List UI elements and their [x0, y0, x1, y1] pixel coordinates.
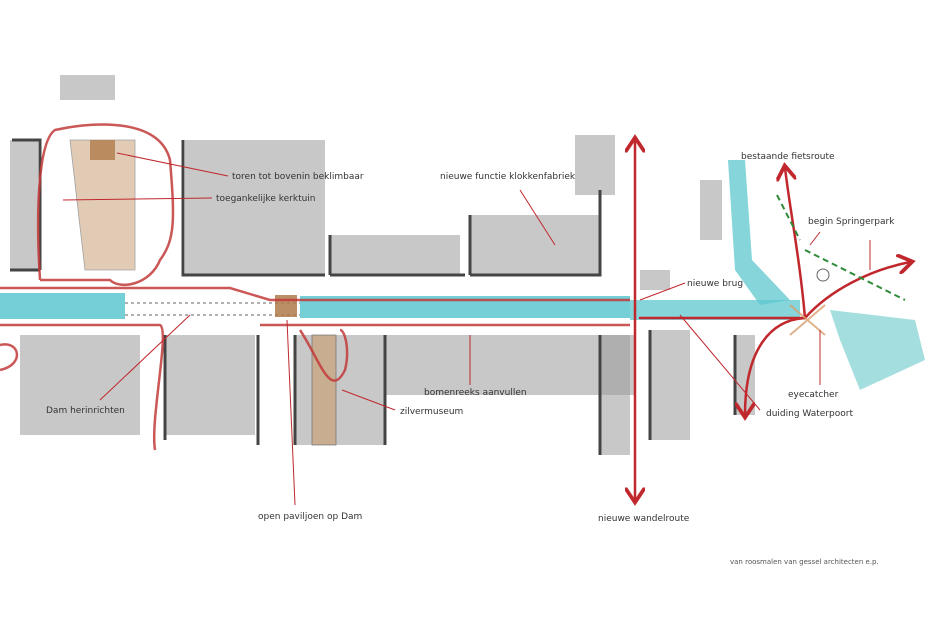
building-blocks: [10, 75, 755, 455]
leader-lines: [62, 152, 871, 506]
pavilion: [275, 295, 297, 317]
silver-museum: [311, 334, 337, 446]
label-klokkenfabriek: nieuwe functie klokkenfabriek: [440, 172, 576, 182]
label-fietsroute: bestaande fietsroute: [741, 152, 835, 162]
canal: [0, 160, 925, 390]
label-zilvermuseum: zilvermuseum: [400, 407, 463, 417]
route-arrows: [635, 140, 910, 500]
label-wandelroute: nieuwe wandelroute: [598, 514, 690, 524]
label-waterpoort: duiding Waterpoort: [766, 409, 853, 419]
church: [69, 139, 136, 271]
walking-loops: [0, 123, 630, 451]
label-springerpark: begin Springerpark: [808, 217, 895, 227]
label-paviljoen: open paviljoen op Dam: [258, 512, 362, 522]
eyecatcher-mark: [789, 304, 826, 336]
label-dam: Dam herinrichten: [46, 406, 125, 416]
architect-credit: van roosmalen van gessel architecten e.p…: [730, 558, 879, 566]
label-eyecatcher: eyecatcher: [788, 390, 839, 400]
springerpark-boundary: [776, 194, 906, 301]
label-brug: nieuwe brug: [687, 279, 743, 289]
label-kerktuin: toegankelijke kerktuin: [216, 194, 316, 204]
label-toren: toren tot bovenin beklimbaar: [232, 172, 364, 182]
label-bomenreeks: bomenreeks aanvullen: [424, 388, 527, 398]
